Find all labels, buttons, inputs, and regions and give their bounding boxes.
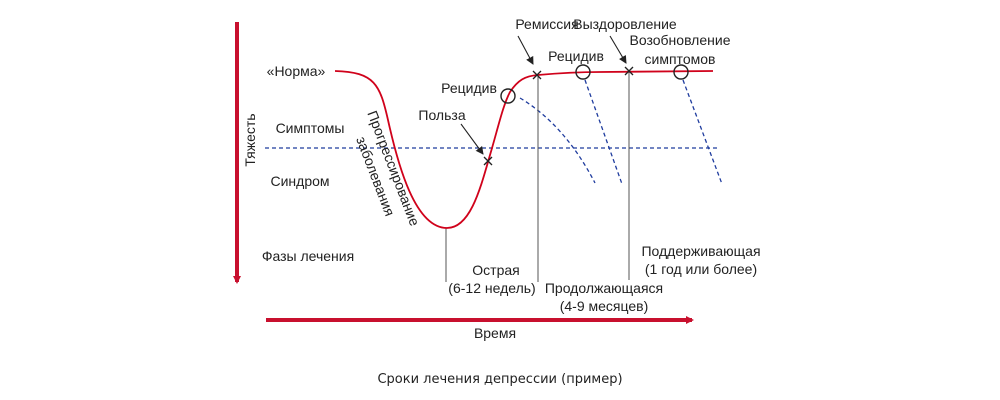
relapse-dashed-line-2 [584,79,623,185]
recurrence-label-line2: симптомов [645,51,716,67]
relapse-marker-3 [673,64,689,80]
relapse-dashed-line-3 [682,79,723,185]
relapse-dashed-line-1 [519,97,596,184]
continuation-phase-label: Продолжающаяся [545,280,663,296]
relapse-label-2: Рецидив [548,48,604,64]
remission-cross-marker [532,70,542,80]
maintenance-phase-label: Поддерживающая [641,243,760,259]
recovery-cross-marker [624,66,634,76]
benefit-pointer-arrow [460,123,484,155]
maintenance-phase-duration: (1 год или более) [645,261,757,277]
relapse-marker-1 [500,88,516,104]
benefit-cross-marker [483,156,493,166]
relapse-marker-2 [575,64,591,80]
relapse-label-1: Рецидив [441,80,497,96]
recovery-pointer-arrow [609,35,627,64]
norm-label: «Норма» [267,63,326,79]
remission-label: Ремиссия [515,16,578,32]
severity-axis-label: Тяжесть [242,113,258,166]
symptoms-label: Симптомы [276,120,345,136]
acute-phase-duration: (6-12 недель) [448,280,535,296]
continuation-phase-duration: (4-9 месяцев) [560,298,649,314]
syndrome-label: Синдром [270,173,329,189]
figure-caption: Сроки лечения депрессии (пример) [377,372,622,387]
severity-curve [334,70,714,229]
acute-phase-label: Острая [472,262,519,278]
time-axis-label: Время [474,325,516,341]
treatment-phases-label: Фазы лечения [262,248,354,264]
benefit-label: Польза [418,107,465,123]
remission-pointer-arrow [517,35,534,65]
recovery-label: Выздоровление [573,16,677,32]
recurrence-label-line1: Возобновление [630,32,731,48]
